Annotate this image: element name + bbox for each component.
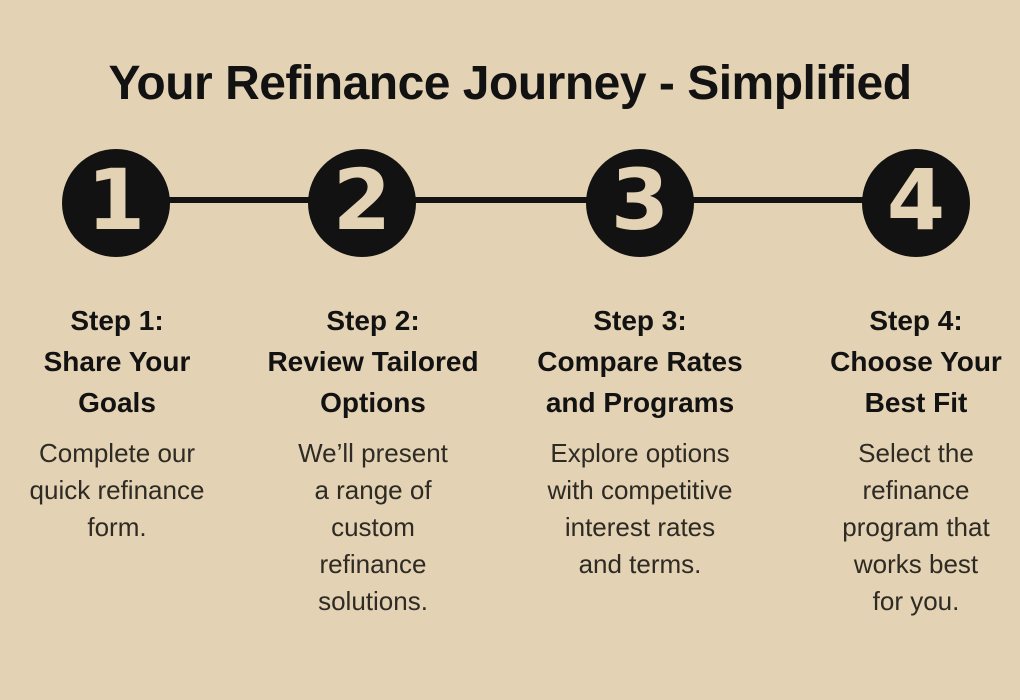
- step-4-heading: Step 4: Choose Your Best Fit: [830, 305, 1002, 418]
- step-3-marker: 3: [586, 149, 694, 257]
- step-2-heading: Step 2: Review Tailored Options: [267, 305, 479, 418]
- step-2-marker: 2: [308, 149, 416, 257]
- step-3-number: 3: [610, 151, 670, 249]
- step-2-number: 2: [332, 151, 392, 249]
- step-4-description: Select the refinance program that works …: [842, 438, 990, 616]
- step-2-column: Step 2: Review Tailored Options We’ll pr…: [248, 300, 498, 620]
- step-1-marker: 1: [62, 149, 170, 257]
- step-3-heading: Step 3: Compare Rates and Programs: [537, 305, 743, 418]
- step-1-heading: Step 1: Share Your Goals: [43, 305, 191, 418]
- step-1-description: Complete our quick refinance form.: [29, 438, 205, 542]
- step-4-marker: 4: [862, 149, 970, 257]
- step-3-column: Step 3: Compare Rates and Programs Explo…: [515, 300, 765, 583]
- step-4-number: 4: [886, 151, 946, 249]
- step-1-column: Step 1: Share Your Goals Complete our qu…: [0, 300, 242, 546]
- step-1-number: 1: [86, 151, 146, 249]
- step-2-description: We’ll present a range of custom refinanc…: [298, 438, 448, 616]
- step-4-column: Step 4: Choose Your Best Fit Select the …: [791, 300, 1020, 620]
- timeline-connector: [116, 197, 916, 203]
- page-title: Your Refinance Journey - Simplified: [108, 57, 912, 110]
- step-3-description: Explore options with competitive interes…: [547, 438, 733, 579]
